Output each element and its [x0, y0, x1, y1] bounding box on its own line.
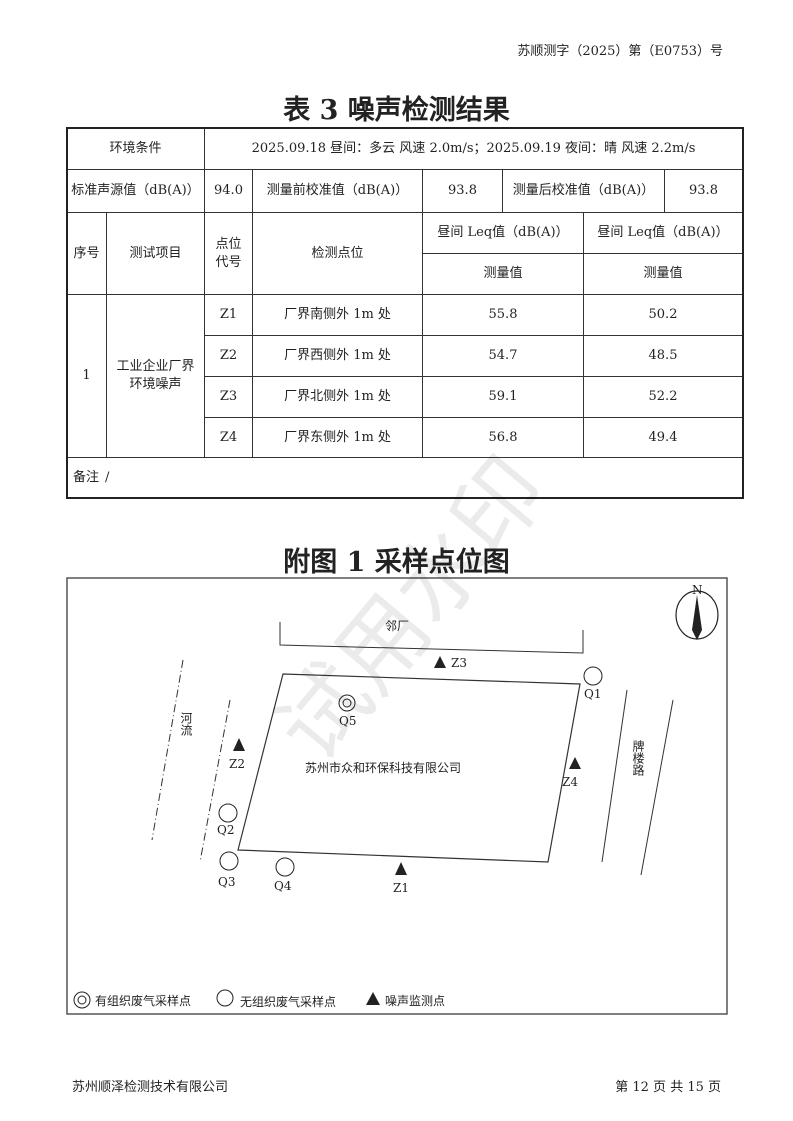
- company-label: 苏州市众和环保科技有限公司: [305, 760, 461, 775]
- table-title: 表 3 噪声检测结果: [283, 95, 510, 126]
- unorganized-point-icon: Q1: [583, 666, 603, 701]
- site-boundary: [237, 673, 581, 863]
- document-number: 苏顺测字（2025）第（E0753）号: [517, 44, 723, 59]
- road-line: [601, 689, 628, 863]
- svg-text:Z2: Z2: [229, 757, 245, 771]
- map-legend: 有组织废气采样点 无组织废气采样点 噪声监测点: [73, 989, 445, 1009]
- svg-text:Z1: Z1: [393, 881, 409, 895]
- svg-text:Q3: Q3: [218, 875, 235, 889]
- legend-noise: 噪声监测点: [385, 994, 445, 1008]
- noise-point-icon: Z1: [393, 862, 409, 895]
- neighbor-label: 邻厂: [385, 619, 409, 633]
- river-line: [151, 659, 184, 841]
- unorganized-point-icon: Q4: [274, 857, 295, 893]
- noise-point-icon: Z4: [562, 757, 581, 789]
- svg-text:Q5: Q5: [339, 714, 356, 728]
- road-line: [640, 699, 674, 876]
- unorganized-point-icon: Q2: [217, 803, 238, 837]
- legend-organized: 有组织废气采样点: [95, 993, 191, 1008]
- remark-label: 备注: [73, 469, 100, 485]
- organized-point-icon: Q5: [338, 694, 356, 728]
- col-code: 点位代号: [204, 212, 253, 295]
- figure-title: 附图 1 采样点位图: [283, 547, 510, 578]
- page-number: 第 12 页 共 15 页: [615, 1080, 721, 1095]
- svg-text:Q4: Q4: [274, 879, 292, 893]
- legend-unorganized: 无组织废气采样点: [240, 994, 336, 1009]
- compass-icon: N: [675, 583, 719, 640]
- noise-point-icon: Z2: [229, 738, 245, 771]
- neighbor-boundary: [279, 622, 584, 654]
- road-label: 牌楼路: [631, 740, 645, 777]
- river-label: 河流: [179, 712, 193, 736]
- svg-text:Q2: Q2: [217, 823, 234, 837]
- map-frame: [66, 577, 728, 1015]
- svg-text:Q1: Q1: [584, 687, 601, 701]
- river-line: [199, 699, 231, 863]
- noise-point-icon: Z3: [434, 656, 467, 670]
- north-label: N: [692, 583, 703, 597]
- unorganized-point-icon: Q3: [218, 851, 239, 889]
- footer-company: 苏州顺泽检测技术有限公司: [72, 1080, 229, 1095]
- svg-text:Z3: Z3: [451, 656, 467, 670]
- remark-value: /: [105, 469, 110, 485]
- svg-text:Z4: Z4: [562, 775, 578, 789]
